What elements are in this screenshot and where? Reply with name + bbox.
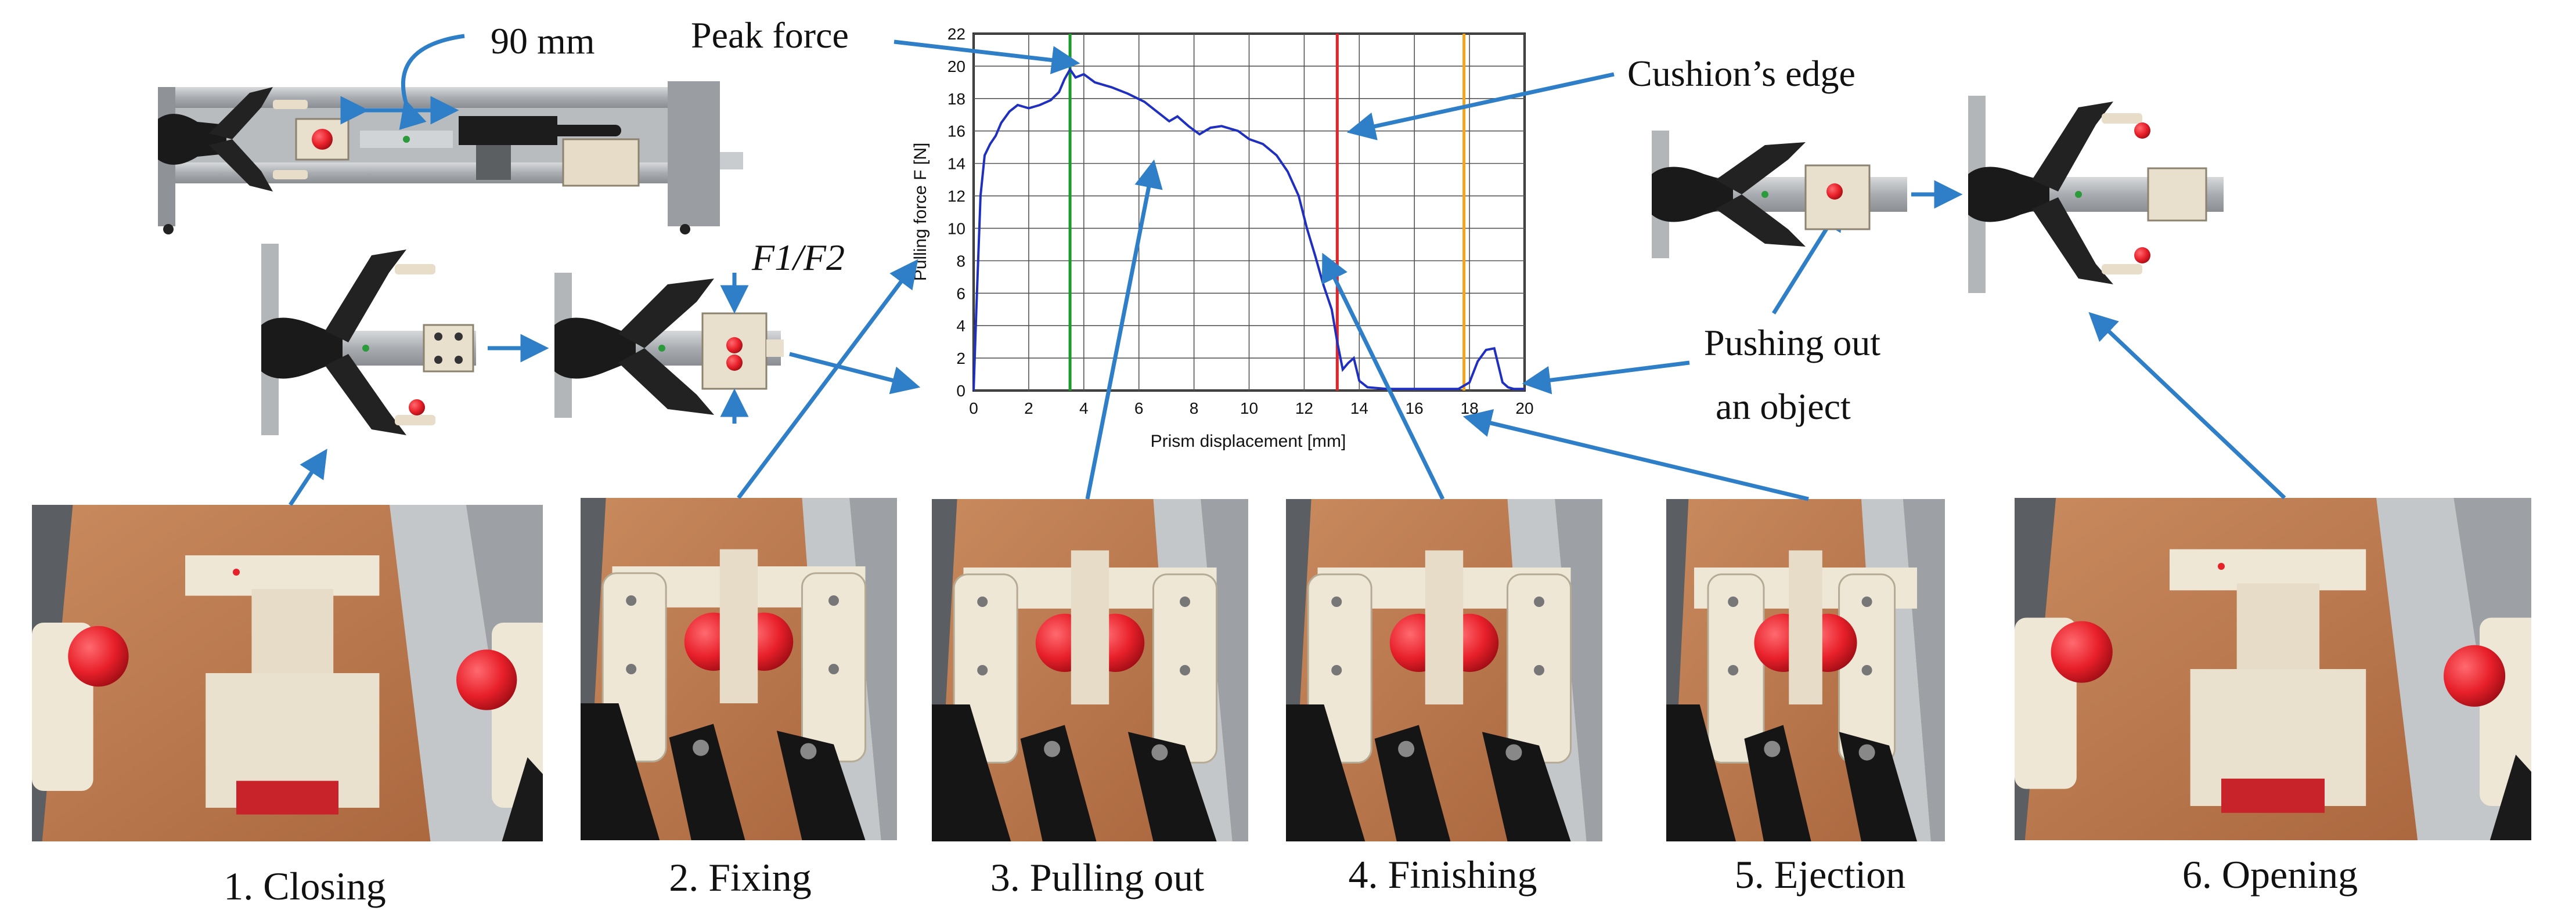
y-tick-label: 20 [947,57,965,75]
photo-step-3 [932,499,1248,841]
force-displacement-chart: 0 2 4 6 8 10 12 14 16 18 20 0 2 4 6 8 10 12 14 16 18 20 22 Pr… [911,25,1534,451]
y-tick-label: 18 [947,90,965,108]
step-label-6: 6. Opening [2182,852,2358,897]
dimension-label: 90 mm [491,20,595,62]
x-tick-label: 0 [969,399,978,417]
pushing-out-label-1: Pushing out [1704,322,1880,363]
force-curve [972,67,1525,391]
photo-step-1 [32,505,543,841]
force-label: F1/F2 [751,237,845,278]
y-tick-label: 14 [947,155,965,173]
x-tick-label: 8 [1190,399,1199,417]
cad-rail-assembly [158,34,743,234]
y-tick-label: 6 [956,284,965,302]
cad-gripper-closed [554,273,784,424]
cad-gripper-eject [1652,131,1907,258]
y-tick-label: 12 [947,187,965,205]
peak-force-label: Peak force [691,15,849,56]
step-label-1: 1. Closing [224,864,386,908]
x-tick-label: 14 [1350,399,1368,417]
x-tick-label: 4 [1079,399,1089,417]
photo-step-4 [1286,499,1602,841]
cad-gripper-reopen [1968,96,2224,293]
y-tick-label: 10 [947,219,965,237]
x-tick-label: 12 [1295,399,1313,417]
y-axis-label: Pulling force F [N] [911,143,930,281]
x-tick-label: 16 [1406,399,1424,417]
photo-step-6 [2015,498,2531,840]
x-tick-label: 6 [1134,399,1144,417]
y-tick-label: 2 [956,349,965,367]
step-label-5: 5. Ejection [1735,852,1906,897]
photo-step-2 [581,498,897,840]
y-tick-label: 22 [947,25,965,43]
y-tick-label: 16 [947,122,965,140]
x-tick-label: 2 [1024,399,1033,417]
x-tick-label: 18 [1461,399,1479,417]
y-tick-label: 4 [956,317,965,335]
photo-step-5 [1666,499,1945,841]
cushions-edge-label: Cushion’s edge [1627,53,1856,94]
cad-gripper-open [258,243,479,440]
y-tick-label: 0 [956,382,965,400]
step-label-3: 3. Pulling out [990,855,1204,899]
pushing-out-label-2: an object [1716,386,1851,427]
step-label-2: 2. Fixing [669,855,812,899]
x-tick-label: 10 [1240,399,1258,417]
x-axis-label: Prism displacement [mm] [1151,432,1346,451]
x-tick-label: 20 [1515,399,1533,417]
step-label-4: 4. Finishing [1349,852,1537,897]
y-tick-label: 8 [956,252,965,270]
